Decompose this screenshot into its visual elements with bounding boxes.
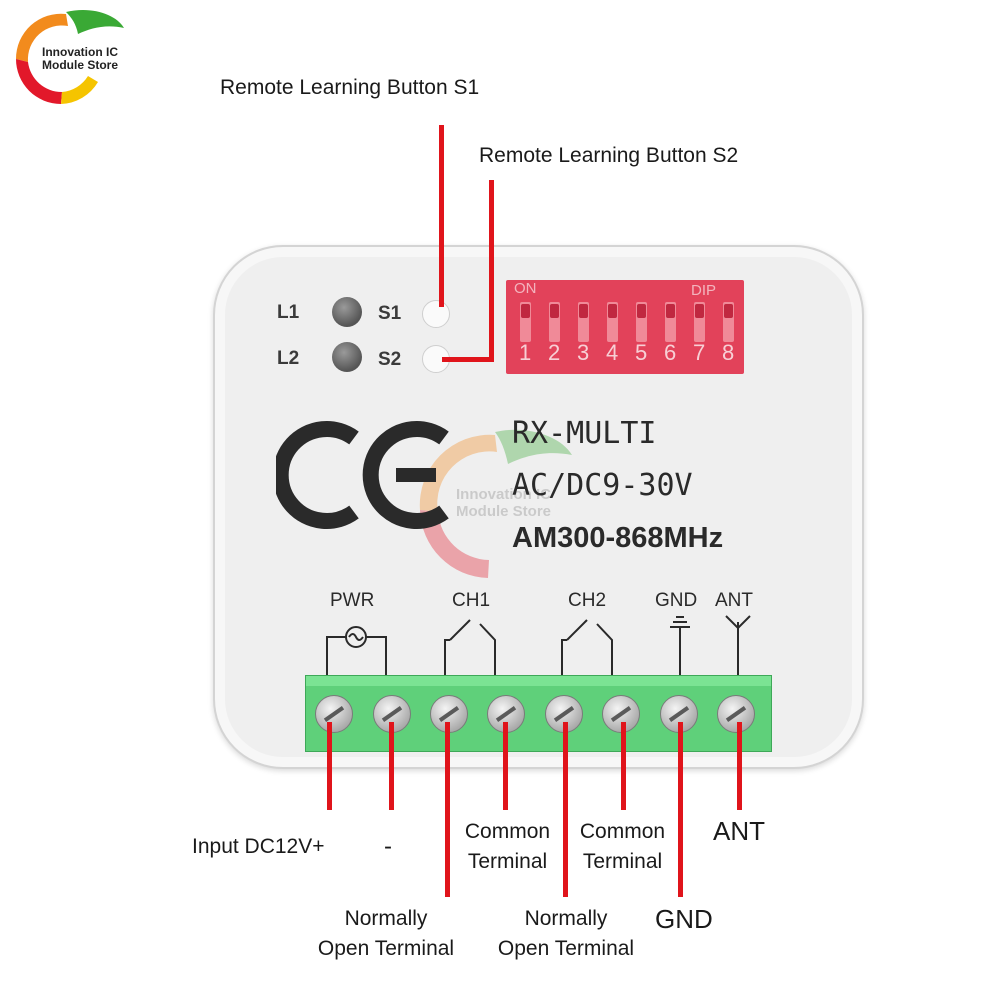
led-l2-label: L2: [277, 348, 300, 369]
dip-switch-3[interactable]: [578, 302, 589, 342]
group-ch2-label: CH2: [568, 590, 607, 611]
leader-pin-7: [678, 722, 683, 897]
dip-number: 4: [606, 340, 619, 365]
button-s1-label: S1: [378, 303, 402, 324]
model-name: RX-MULTI: [512, 416, 657, 451]
store-logo: Innovation IC Module Store: [6, 4, 126, 104]
ce-mark-icon: [272, 420, 456, 535]
watermark-line2: Module Store: [456, 503, 552, 520]
dip-switch-5[interactable]: [636, 302, 647, 342]
dip-number: 1: [519, 340, 532, 365]
leader-pin-5: [563, 722, 568, 897]
leader-s1: [439, 125, 444, 307]
pin-5-line1: Normally: [524, 907, 608, 930]
leader-pin-3: [445, 722, 450, 897]
pin-2-label: -: [384, 833, 392, 860]
pin-3-line2: Open Terminal: [317, 937, 455, 960]
pin-6-line2: Terminal: [582, 850, 663, 873]
dip-switch-7[interactable]: [694, 302, 705, 342]
pin-4-line1: Common: [464, 820, 551, 843]
frequency-rating: AM300-868MHz: [512, 522, 724, 554]
pin-3-line1: Normally: [344, 907, 428, 930]
dip-number: 2: [548, 340, 561, 365]
led-l1-label: L1: [277, 302, 300, 323]
pin-3-label: Normally Open Terminal: [306, 904, 466, 964]
voltage-rating: AC/DC9-30V: [512, 468, 693, 503]
group-ch1-label: CH1: [452, 590, 491, 611]
dip-switch-block: ON DIP 1 2 3 4 5 6 7 8: [506, 280, 744, 374]
callout-s2: Remote Learning Button S2: [479, 144, 739, 167]
logo-text: Innovation IC Module Store: [42, 46, 118, 72]
group-gnd-label: GND: [655, 590, 698, 611]
pin-6-label: Common Terminal: [570, 817, 675, 877]
dip-number: 8: [722, 340, 735, 365]
pin-5-line2: Open Terminal: [497, 937, 635, 960]
group-pwr-label: PWR: [330, 590, 375, 611]
leader-pin-2: [389, 722, 394, 810]
logo-line2: Module Store: [42, 58, 119, 72]
pin-4-label: Common Terminal: [455, 817, 560, 877]
leader-pin-1: [327, 722, 332, 810]
callout-s1: Remote Learning Button S1: [220, 76, 480, 99]
dip-number: 7: [693, 340, 706, 365]
leader-pin-4: [503, 722, 508, 810]
leader-s2-horizontal: [442, 357, 494, 362]
leader-pin-6: [621, 722, 626, 810]
pin-6-line1: Common: [579, 820, 666, 843]
dip-number: 6: [664, 340, 677, 365]
pin-1-label: Input DC12V+: [192, 835, 325, 858]
dip-number: 5: [635, 340, 648, 365]
learning-button-s1[interactable]: [422, 300, 450, 328]
dip-switch-8[interactable]: [723, 302, 734, 342]
dip-switch-2[interactable]: [549, 302, 560, 342]
logo-swoosh-icon: [15, 9, 124, 104]
dip-switch-6[interactable]: [665, 302, 676, 342]
dip-switch-4[interactable]: [607, 302, 618, 342]
terminal-screw-1[interactable]: [315, 695, 353, 733]
pin-5-label: Normally Open Terminal: [486, 904, 646, 964]
led-l2: [332, 342, 362, 372]
watermark-line1: Innovation IC: [456, 486, 551, 503]
dip-on-label: ON: [514, 280, 537, 297]
dip-label: DIP: [691, 282, 717, 299]
button-s2-label: S2: [378, 349, 402, 370]
terminal-screw-8[interactable]: [717, 695, 755, 733]
leader-s2-vertical: [489, 180, 494, 362]
dip-number: 3: [577, 340, 590, 365]
logo-line1: Innovation IC: [42, 45, 118, 59]
pin-7-label: GND: [655, 904, 713, 934]
terminal-block: [305, 675, 772, 752]
pin-8-label: ANT: [713, 816, 765, 846]
dip-switch-1[interactable]: [520, 302, 531, 342]
terminal-symbols-icon: [326, 615, 751, 677]
led-l1: [332, 297, 362, 327]
watermark: Innovation IC Module Store: [400, 420, 580, 580]
leader-pin-8: [737, 722, 742, 810]
pin-4-line2: Terminal: [467, 850, 548, 873]
group-ant-label: ANT: [715, 590, 753, 611]
